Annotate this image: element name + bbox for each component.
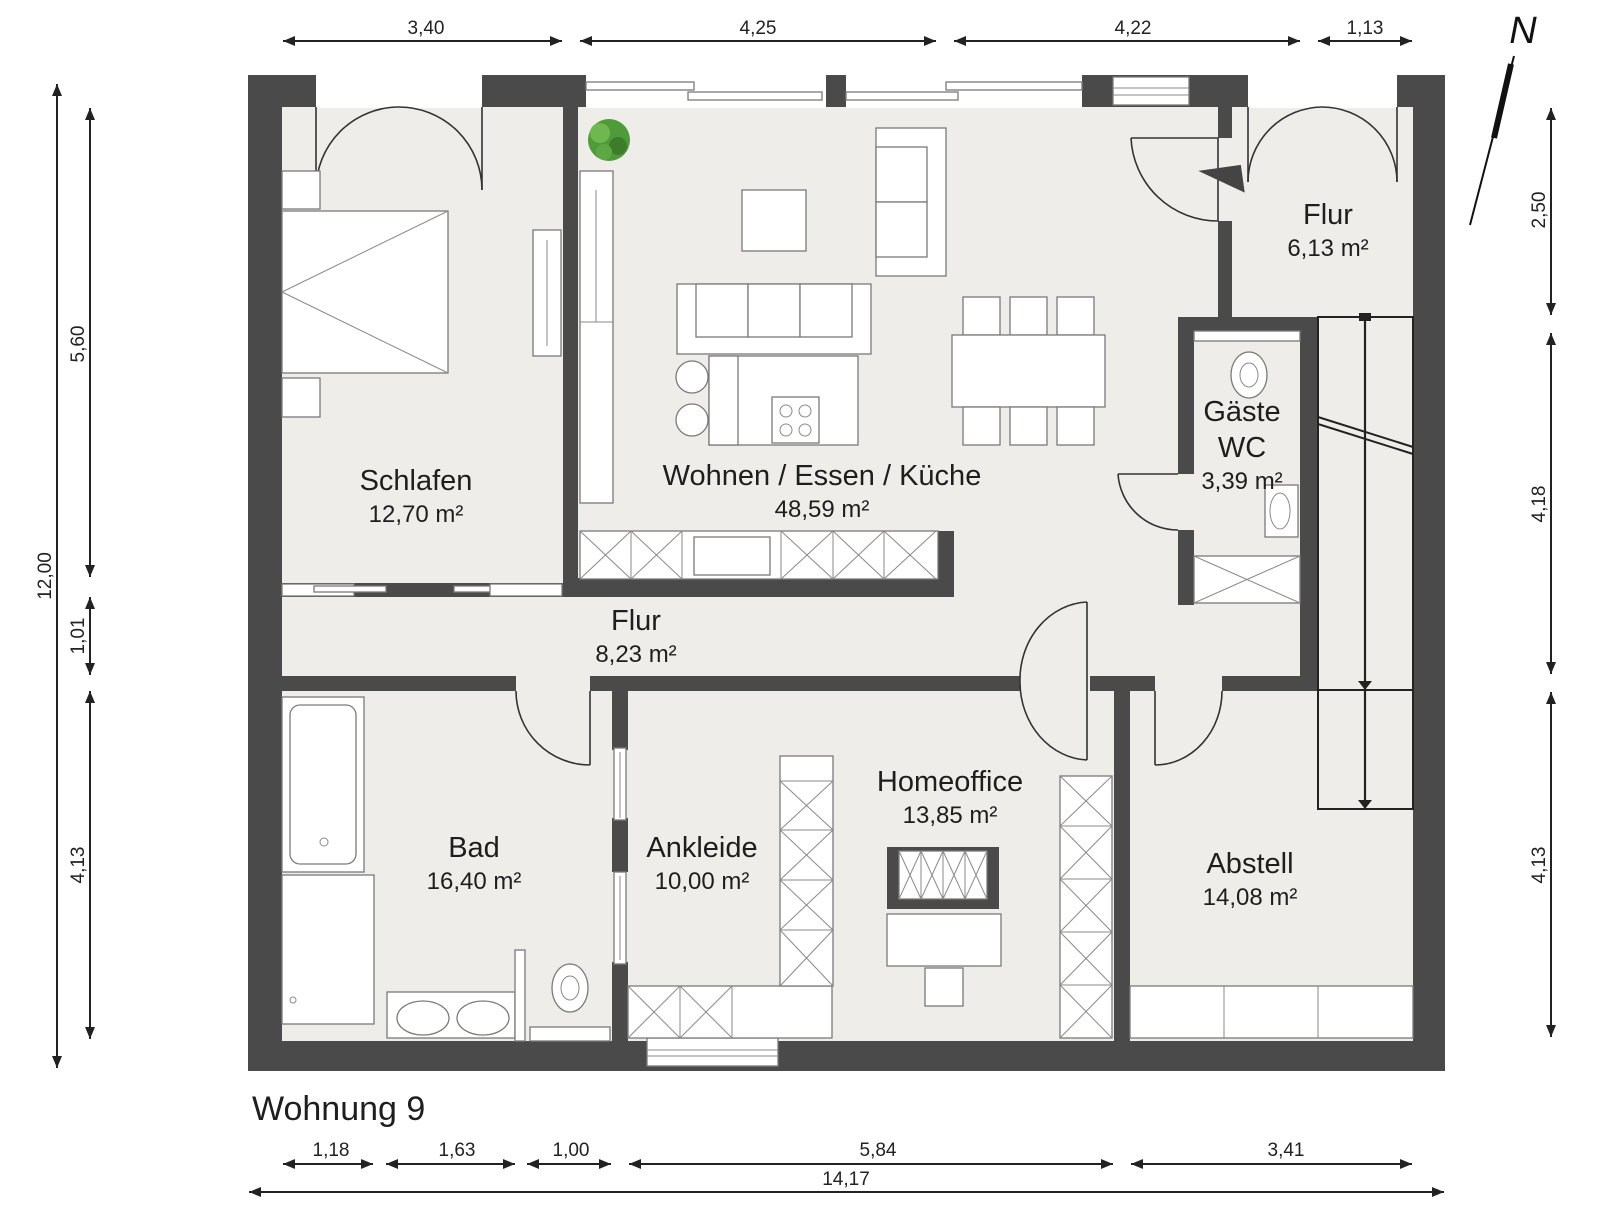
room-label-gaeste-wc: Gäste WC 3,39 m² bbox=[1201, 396, 1282, 495]
svg-text:13,85 m²: 13,85 m² bbox=[903, 802, 998, 829]
sofa-right bbox=[875, 127, 947, 277]
svg-text:5,60: 5,60 bbox=[68, 326, 89, 363]
room-label-schlafen: Schlafen 12,70 m² bbox=[360, 465, 473, 528]
homeoffice-shelf-right bbox=[1059, 775, 1113, 1039]
svg-text:12,70 m²: 12,70 m² bbox=[369, 501, 464, 528]
svg-text:12,00: 12,00 bbox=[35, 552, 56, 600]
svg-text:4,13: 4,13 bbox=[68, 847, 89, 884]
dimension-bottom-5: 3,41 bbox=[1131, 1140, 1412, 1169]
dimension-bottom-2: 1,63 bbox=[386, 1140, 515, 1169]
dimension-left-1: 5,60 bbox=[68, 108, 95, 577]
dimension-left-total: 12,00 bbox=[35, 84, 62, 1068]
svg-text:3,40: 3,40 bbox=[408, 18, 445, 39]
doors bbox=[315, 106, 1398, 965]
dining-table bbox=[951, 296, 1106, 446]
double-sink bbox=[386, 991, 516, 1039]
svg-text:16,40 m²: 16,40 m² bbox=[427, 868, 522, 895]
dimension-bottom-3: 1,00 bbox=[527, 1140, 611, 1169]
desk bbox=[886, 847, 1002, 1007]
bed bbox=[281, 170, 449, 418]
room-label-flur-entry: Flur 6,13 m² bbox=[1287, 199, 1368, 262]
ankleide-wardrobe bbox=[627, 985, 833, 1039]
dimension-top-3: 4,22 bbox=[954, 18, 1300, 46]
svg-text:N: N bbox=[1509, 10, 1537, 52]
staircase bbox=[1317, 313, 1414, 810]
svg-text:1,63: 1,63 bbox=[439, 1140, 476, 1161]
svg-text:1,00: 1,00 bbox=[553, 1140, 590, 1161]
room-label-ankleide: Ankleide 10,00 m² bbox=[646, 832, 757, 895]
svg-text:48,59 m²: 48,59 m² bbox=[775, 496, 870, 523]
windows bbox=[281, 75, 1397, 1067]
room-label-abstell: Abstell 14,08 m² bbox=[1203, 848, 1298, 911]
bathtub bbox=[281, 696, 365, 873]
shower bbox=[281, 874, 375, 1025]
sofa bbox=[676, 283, 872, 355]
svg-text:Ankleide: Ankleide bbox=[646, 832, 757, 864]
svg-text:10,00 m²: 10,00 m² bbox=[655, 868, 750, 895]
svg-text:1,18: 1,18 bbox=[313, 1140, 350, 1161]
svg-text:Wohnen / Essen / Küche: Wohnen / Essen / Küche bbox=[663, 460, 982, 492]
svg-text:4,13: 4,13 bbox=[1529, 847, 1550, 884]
north-arrow-icon: N bbox=[1469, 10, 1537, 226]
svg-text:Gäste: Gäste bbox=[1203, 396, 1280, 428]
dimension-top-2: 4,25 bbox=[580, 18, 936, 46]
dimension-right-1: 2,50 bbox=[1529, 108, 1556, 315]
homeoffice-shelf-left bbox=[779, 755, 834, 987]
svg-text:14,17: 14,17 bbox=[822, 1169, 870, 1190]
dimension-top-1: 3,40 bbox=[283, 18, 562, 46]
svg-text:3,41: 3,41 bbox=[1268, 1140, 1305, 1161]
room-label-wohnen: Wohnen / Essen / Küche 48,59 m² bbox=[663, 460, 982, 523]
svg-text:4,25: 4,25 bbox=[740, 18, 777, 39]
svg-text:Flur: Flur bbox=[1303, 199, 1353, 231]
svg-text:Bad: Bad bbox=[448, 832, 500, 864]
svg-text:Flur: Flur bbox=[611, 605, 661, 637]
svg-text:Homeoffice: Homeoffice bbox=[877, 766, 1023, 798]
bad-cabinet bbox=[514, 949, 526, 1042]
room-label-bad: Bad 16,40 m² bbox=[427, 832, 522, 895]
dimension-right-3: 4,13 bbox=[1529, 692, 1556, 1037]
abstell-shelving bbox=[1129, 985, 1414, 1039]
svg-text:4,22: 4,22 bbox=[1115, 18, 1152, 39]
room-label-flur: Flur 8,23 m² bbox=[595, 605, 676, 668]
svg-text:1,13: 1,13 bbox=[1347, 18, 1384, 39]
dimension-bottom-4: 5,84 bbox=[629, 1140, 1113, 1169]
svg-text:2,50: 2,50 bbox=[1529, 192, 1550, 229]
kitchen-counter bbox=[579, 530, 939, 580]
dimension-right-2: 4,18 bbox=[1529, 333, 1556, 674]
svg-text:Abstell: Abstell bbox=[1206, 848, 1293, 880]
room-label-homeoffice: Homeoffice 13,85 m² bbox=[877, 766, 1023, 829]
guest-wc-fixtures bbox=[1193, 330, 1301, 604]
unit-name: Wohnung 9 bbox=[252, 1090, 425, 1128]
dimension-left-3: 4,13 bbox=[68, 691, 95, 1039]
dimension-bottom-total: 14,17 bbox=[249, 1169, 1444, 1197]
svg-text:1,01: 1,01 bbox=[68, 618, 89, 655]
svg-text:3,39 m²: 3,39 m² bbox=[1201, 468, 1282, 495]
armchair bbox=[741, 189, 807, 252]
svg-text:5,84: 5,84 bbox=[860, 1140, 897, 1161]
svg-text:4,18: 4,18 bbox=[1529, 486, 1550, 523]
svg-text:8,23 m²: 8,23 m² bbox=[595, 641, 676, 668]
dimension-left-2: 1,01 bbox=[68, 597, 95, 675]
dimension-top-4: 1,13 bbox=[1318, 18, 1412, 46]
plant-icon bbox=[588, 119, 630, 161]
kitchen-island bbox=[675, 355, 859, 446]
svg-text:WC: WC bbox=[1218, 432, 1266, 464]
svg-text:14,08 m²: 14,08 m² bbox=[1203, 884, 1298, 911]
svg-text:Schlafen: Schlafen bbox=[360, 465, 473, 497]
toilet-bad bbox=[529, 963, 611, 1042]
dimension-bottom-1: 1,18 bbox=[283, 1140, 373, 1169]
svg-text:6,13 m²: 6,13 m² bbox=[1287, 235, 1368, 262]
